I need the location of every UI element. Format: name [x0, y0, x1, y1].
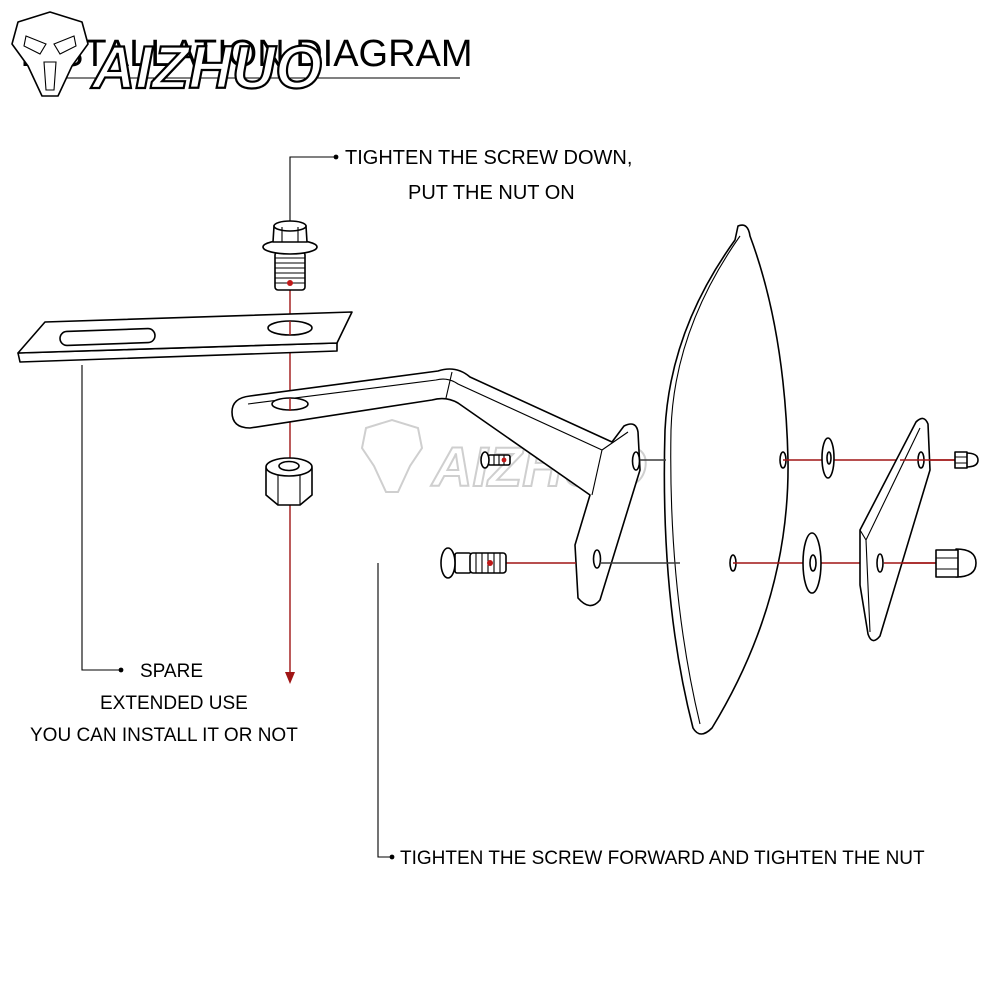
- large-screw-marker: [487, 560, 493, 566]
- mounting-strip: [859, 417, 931, 642]
- callout-top: TIGHTEN THE SCREW DOWN, PUT THE NUT ON: [289, 147, 632, 222]
- hex-nut-hole: [278, 460, 300, 472]
- small-screw-head: [480, 451, 490, 469]
- brand-logo: AIZHUO: [11, 11, 323, 102]
- hex-nut-edges: [277, 474, 301, 505]
- logo-wordmark: AIZHUO: [90, 34, 322, 101]
- mounting-strip-hole-lower: [876, 553, 884, 573]
- large-acorn-nut-hex: [935, 549, 959, 578]
- main-bracket-hole-upper: [631, 451, 641, 471]
- main-bracket-hole-lower: [592, 549, 602, 569]
- callout-bottom-line1: TIGHTEN THE SCREW FORWARD AND TIGHTEN TH…: [400, 848, 925, 869]
- large-acorn-nut-edges: [936, 557, 958, 570]
- flange-screw-head-top: [273, 220, 307, 232]
- large-acorn-nut: [935, 548, 977, 578]
- large-washer: [802, 532, 822, 594]
- callout-spare-line2: EXTENDED USE: [100, 693, 248, 714]
- visor-plate-body: [663, 224, 789, 735]
- main-bracket: [231, 368, 641, 607]
- main-bracket-body: [231, 368, 641, 607]
- callout-spare-leader: [81, 365, 119, 671]
- small-screw-marker: [501, 457, 507, 463]
- flange-screw-thread-lines: [275, 257, 305, 284]
- large-washer-hole: [809, 554, 817, 572]
- large-acorn-nut-dome: [955, 548, 977, 578]
- callout-top-line1: TIGHTEN THE SCREW DOWN,: [345, 147, 632, 169]
- callout-top-line2: PUT THE NUT ON: [408, 182, 575, 204]
- callout-top-dot: [333, 154, 339, 160]
- guide-arrow-icon: [285, 672, 295, 684]
- watermark-robot-head-icon: [360, 418, 424, 493]
- mounting-strip-body: [859, 417, 931, 642]
- large-screw: [440, 547, 507, 579]
- visor-plate: [663, 224, 789, 735]
- flange-screw-hex-edges: [281, 227, 299, 242]
- spare-bracket: [17, 311, 353, 363]
- small-washer: [821, 437, 835, 479]
- small-acorn-nut-edges: [955, 456, 967, 464]
- hex-nut: [265, 457, 313, 506]
- spare-bracket-slot: [59, 327, 156, 347]
- small-acorn-nut: [954, 451, 979, 469]
- callout-bottom: TIGHTEN THE SCREW FORWARD AND TIGHTEN TH…: [377, 563, 925, 869]
- small-screw: [480, 451, 511, 469]
- main-bracket-edges: [247, 371, 629, 496]
- flange-screw: [262, 220, 318, 291]
- callout-spare-dot: [118, 667, 124, 673]
- callout-top-leader: [289, 156, 334, 222]
- small-acorn-nut-dome: [965, 452, 979, 468]
- robot-head-icon: [11, 11, 89, 97]
- visor-plate-edge: [670, 235, 741, 725]
- callout-spare-line1: SPARE: [140, 661, 203, 682]
- robot-head-icon-detail: [23, 35, 77, 91]
- callout-bottom-dot: [389, 854, 395, 860]
- callout-bottom-leader: [377, 563, 390, 858]
- large-screw-head: [440, 547, 456, 579]
- mounting-strip-edges: [859, 427, 921, 633]
- callout-spare: SPARE EXTENDED USE YOU CAN INSTALL IT OR…: [30, 365, 298, 746]
- large-screw-neck: [454, 552, 472, 574]
- flange-screw-marker: [287, 280, 293, 286]
- small-acorn-nut-hex: [954, 451, 968, 469]
- small-washer-hole: [826, 451, 832, 465]
- callout-spare-line3: YOU CAN INSTALL IT OR NOT: [30, 725, 298, 746]
- page-title: INSTALLATION DIAGRAM: [20, 33, 473, 75]
